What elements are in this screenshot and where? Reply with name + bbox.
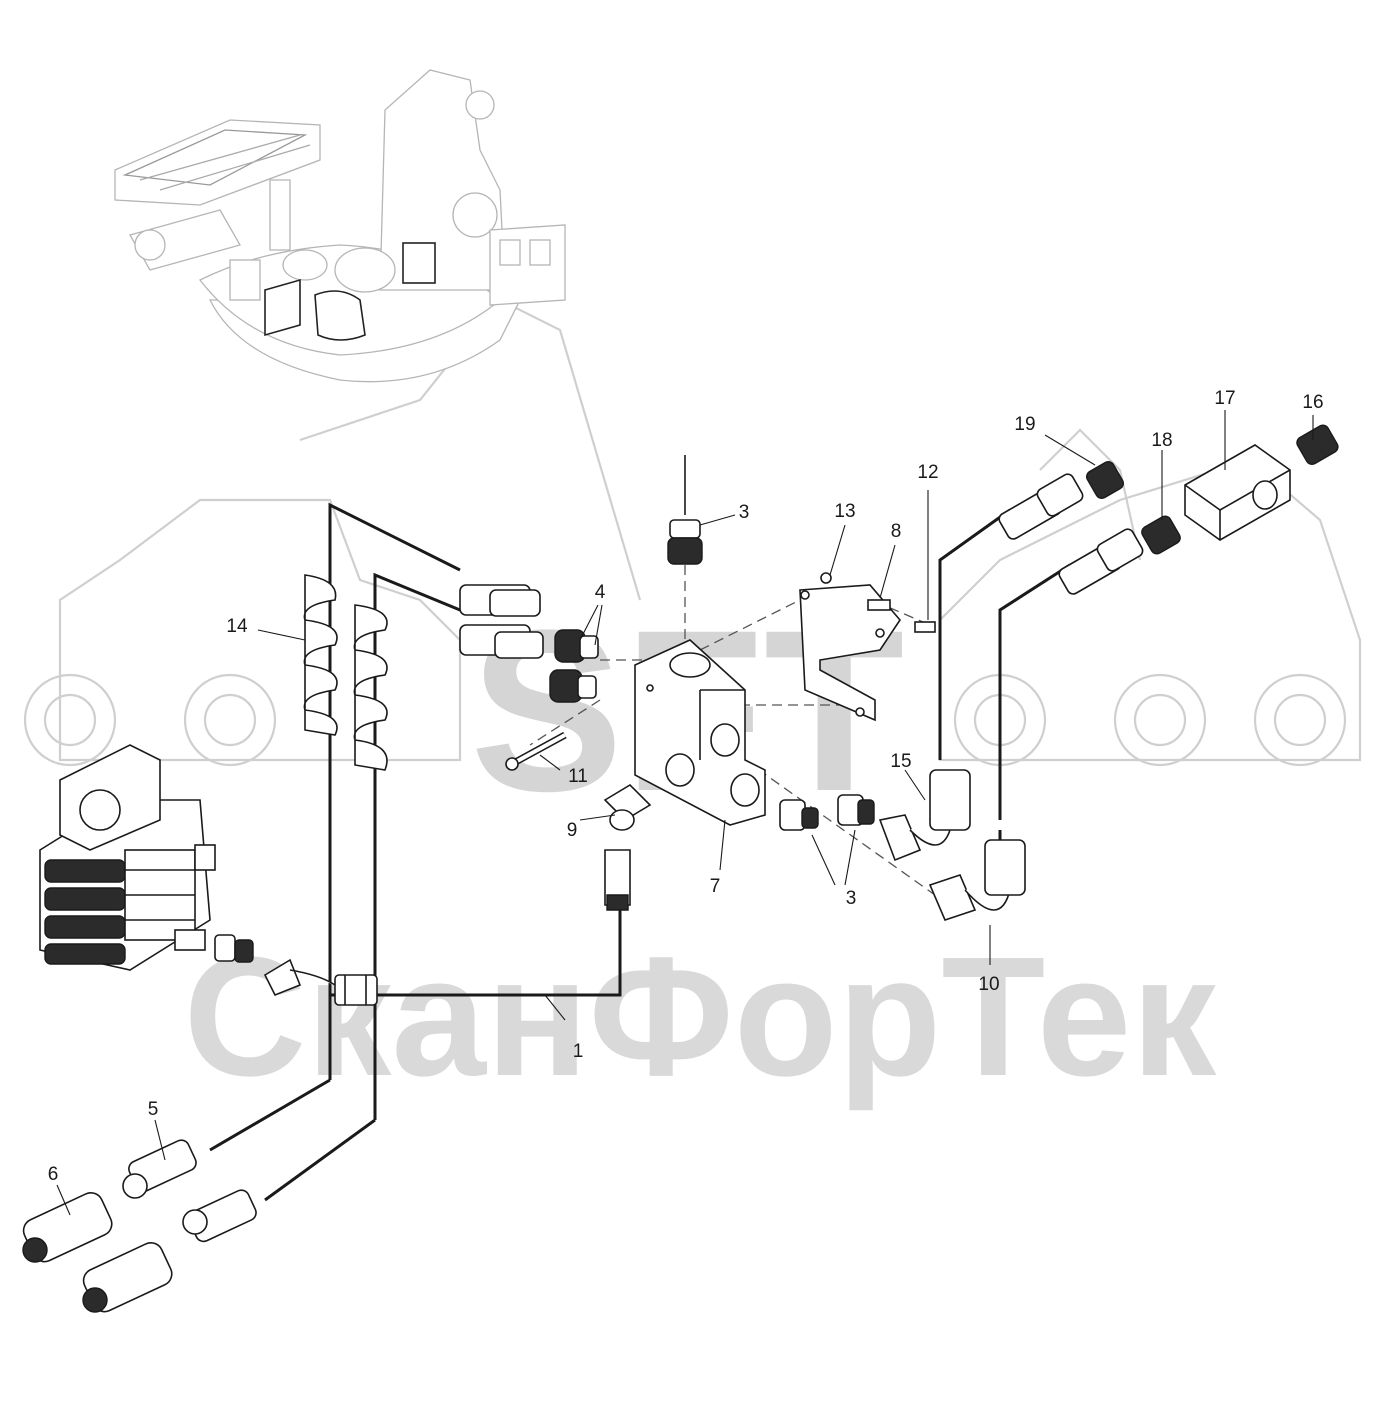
hose-right-b xyxy=(998,563,1071,820)
fitting-3-top xyxy=(667,455,703,565)
callout-10: 10 xyxy=(978,974,999,995)
hose-to-coupling-a xyxy=(209,1078,331,1152)
callout-6: 6 xyxy=(48,1164,59,1185)
elbow-hose-10 xyxy=(928,839,1026,921)
callout-11: 11 xyxy=(568,766,588,787)
fittings-3-bottom xyxy=(779,794,875,831)
machine-overview-illustration xyxy=(114,69,566,383)
callout-19: 19 xyxy=(1014,414,1035,435)
hose-1 xyxy=(330,905,622,997)
right-hose-fittings xyxy=(998,473,1144,595)
callout-16: 16 xyxy=(1302,392,1323,413)
control-valve-assembly xyxy=(39,744,216,971)
callout-18: 18 xyxy=(1151,430,1172,451)
valve-block-7 xyxy=(634,639,766,826)
upper-hose-fittings xyxy=(459,584,544,659)
hose-to-coupling-b xyxy=(264,1118,376,1202)
callout-5: 5 xyxy=(148,1099,159,1120)
elbow-hose-15 xyxy=(878,769,971,862)
callout-12: 12 xyxy=(917,462,938,483)
callout-15: 15 xyxy=(890,751,911,772)
callout-8: 8 xyxy=(891,521,902,542)
adapter-fitting xyxy=(214,934,254,963)
watermark-machine-silhouette xyxy=(23,298,1362,767)
fitting-19 xyxy=(1086,461,1124,499)
bolt-11 xyxy=(505,731,567,771)
callout-7: 7 xyxy=(710,876,721,897)
hose-right-a xyxy=(938,508,1011,760)
hose-lines xyxy=(209,502,1071,1202)
callout-3-bottom: 3 xyxy=(846,888,857,909)
watermark-company-name: СканФорТек xyxy=(184,922,1218,1112)
hose-vertical-inner xyxy=(373,572,461,1120)
hose-clips-14 xyxy=(303,574,388,771)
fitting-16 xyxy=(1296,424,1339,465)
bracket-8 xyxy=(799,572,936,722)
callout-4: 4 xyxy=(595,582,606,603)
callout-9: 9 xyxy=(567,820,578,841)
fittings-4 xyxy=(549,629,599,703)
callout-14: 14 xyxy=(226,616,248,637)
hose-1-fitting xyxy=(263,958,378,1006)
elbow-fitting-9 xyxy=(603,783,652,911)
watermark: SFT СканФорТек xyxy=(23,298,1362,1112)
callout-labels: 1 3 3 4 5 6 7 8 9 10 11 12 13 14 15 16 1… xyxy=(48,388,1324,1185)
callout-leaders xyxy=(56,410,1314,1216)
callout-13: 13 xyxy=(834,501,855,522)
fitting-18 xyxy=(1141,515,1181,555)
callout-1: 1 xyxy=(573,1041,584,1062)
hose-vertical-outer xyxy=(328,502,461,1080)
callout-3-top: 3 xyxy=(739,502,750,523)
callout-17: 17 xyxy=(1214,388,1235,409)
block-17 xyxy=(1184,444,1291,541)
hose-ends-5 xyxy=(122,1139,257,1243)
quick-couplings-6 xyxy=(22,1192,173,1313)
